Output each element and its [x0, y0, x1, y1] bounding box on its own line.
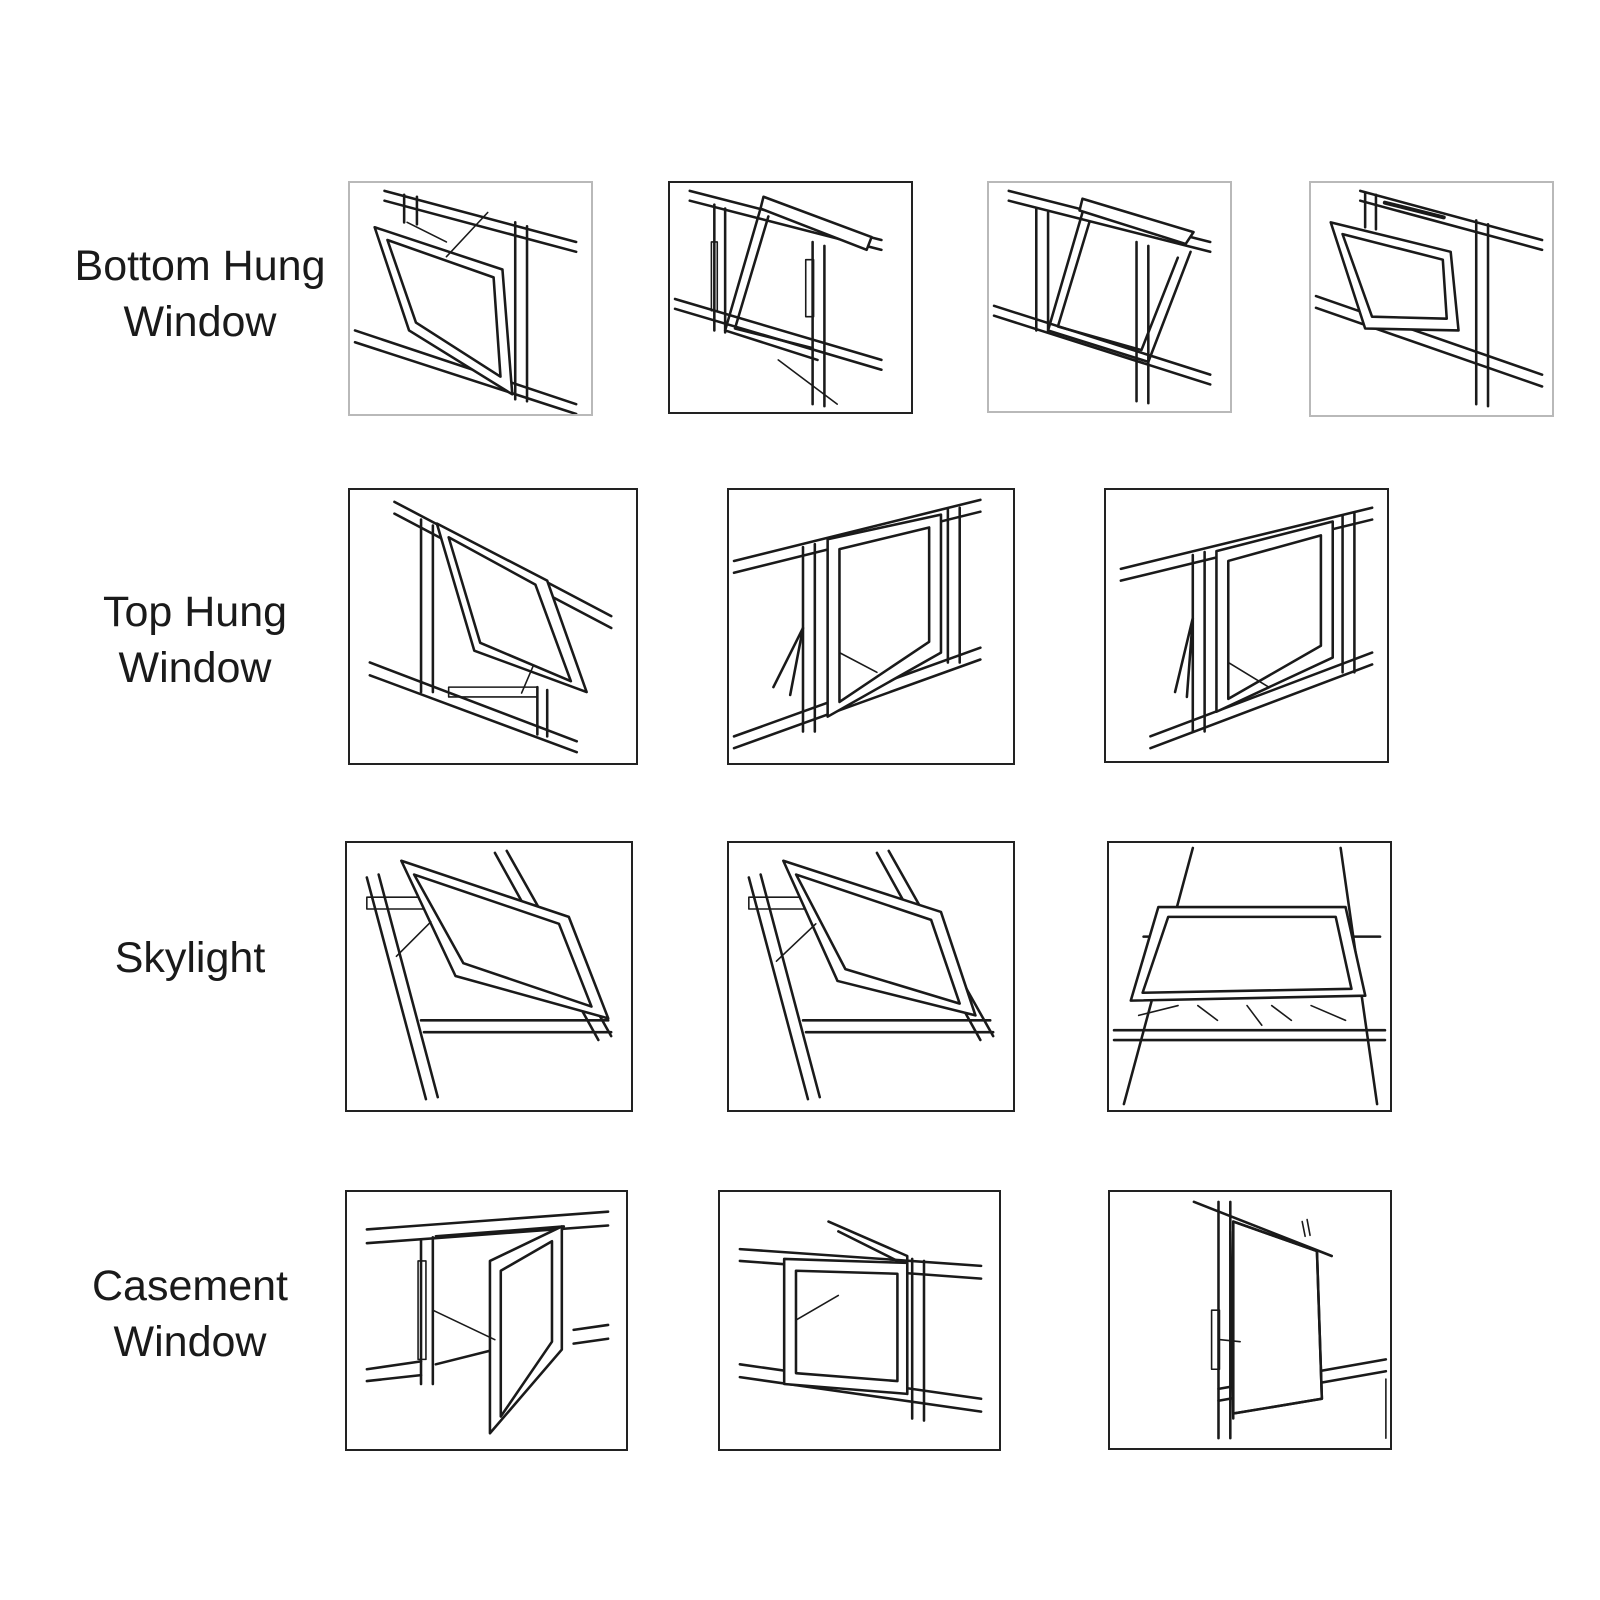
label-skylight: Skylight: [50, 930, 330, 986]
casement-window-illustration: [1108, 1190, 1392, 1450]
skylight-window-illustration: [727, 841, 1015, 1112]
label-line: Window: [118, 644, 272, 692]
label-top-hung-window: Top Hung Window: [50, 584, 340, 696]
bottom-hung-window-illustration: [348, 181, 593, 416]
label-line: Bottom Hung: [74, 242, 326, 290]
label-bottom-hung-window: Bottom Hung Window: [50, 238, 350, 350]
skylight-window-illustration: [345, 841, 633, 1112]
skylight-window-illustration: [1107, 841, 1392, 1112]
casement-window-illustration: [718, 1190, 1001, 1451]
top-hung-window-illustration: [1104, 488, 1389, 763]
bottom-hung-window-illustration: [987, 181, 1232, 413]
casement-window-illustration: [345, 1190, 628, 1451]
label-line: Casement: [92, 1262, 288, 1310]
bottom-hung-window-illustration: [1309, 181, 1554, 417]
top-hung-window-illustration: [348, 488, 638, 765]
label-casement-window: Casement Window: [45, 1258, 335, 1370]
bottom-hung-window-illustration: [668, 181, 913, 414]
label-line: Top Hung: [102, 588, 288, 636]
label-line: Window: [113, 1318, 267, 1366]
label-line: Window: [123, 298, 277, 346]
top-hung-window-illustration: [727, 488, 1015, 765]
label-line: Skylight: [114, 934, 266, 982]
